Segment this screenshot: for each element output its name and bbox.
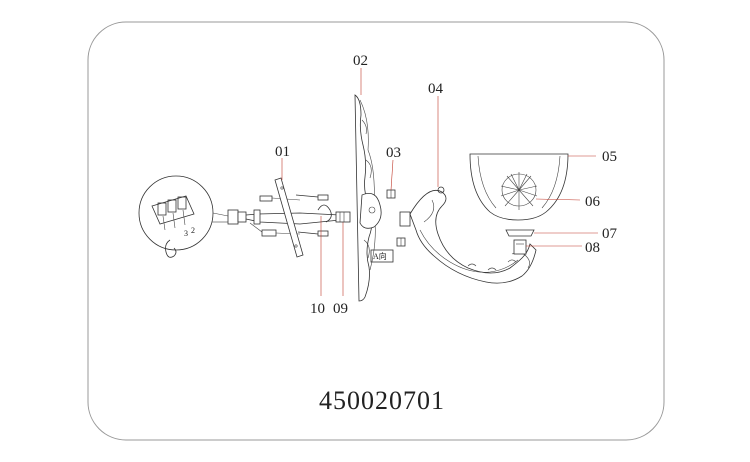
label-04: 04 [428, 81, 444, 97]
part-02-wall-plate [354, 68, 382, 302]
terminal-detail-view: 3 2 [138, 175, 229, 258]
label-01: 01 [275, 144, 290, 160]
model-number: 450020701 [319, 386, 445, 415]
part-01-mounting-bar [274, 158, 304, 258]
view-note-text: A向 [373, 251, 387, 261]
svg-text:3: 3 [184, 229, 188, 238]
label-02: 02 [353, 53, 368, 69]
label-05: 05 [602, 149, 617, 165]
label-03: 03 [386, 145, 401, 161]
label-09: 09 [333, 301, 348, 317]
part-08-socket [513, 239, 582, 255]
wiring-assembly [227, 195, 341, 237]
part-03-nuts [386, 159, 406, 247]
label-07: 07 [602, 226, 618, 242]
label-10: 10 [310, 301, 325, 317]
view-note-a: A向 [370, 249, 394, 263]
drawing-frame [87, 21, 665, 441]
label-06: 06 [585, 194, 601, 210]
part-04-arm [399, 96, 537, 284]
part-07-ring [505, 229, 598, 237]
label-08: 08 [585, 240, 600, 256]
part-09-nipple [335, 211, 351, 223]
part-06-bulb [500, 172, 581, 210]
mounting-screws [295, 194, 329, 237]
svg-text:2: 2 [191, 226, 195, 235]
